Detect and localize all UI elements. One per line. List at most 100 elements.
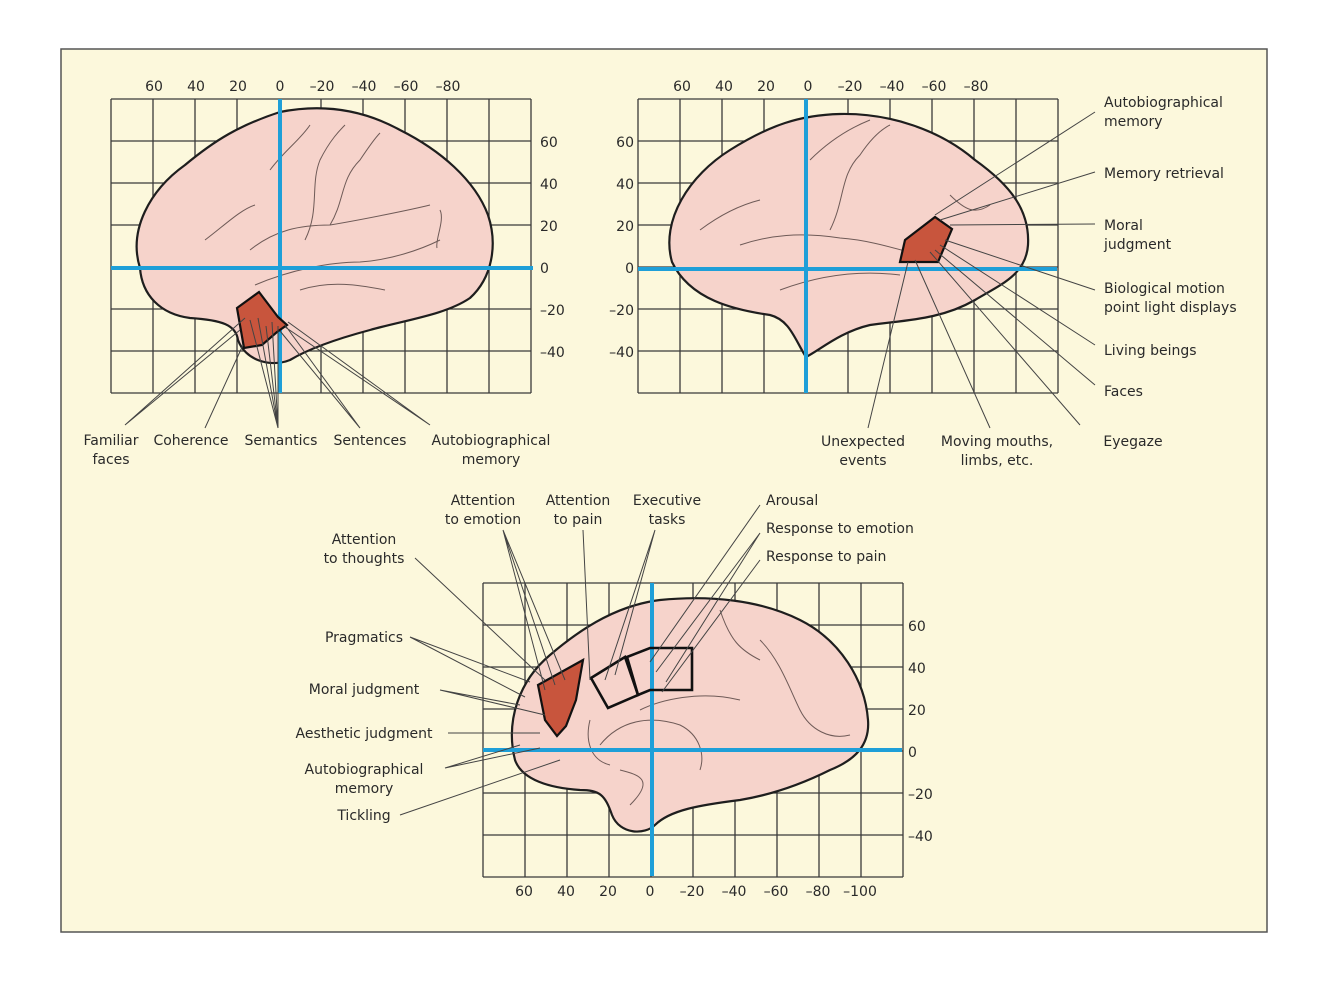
label-living-beings: Living beings	[1104, 343, 1197, 359]
label-attention-to-pain-2: to pain	[554, 512, 603, 528]
label-autobiographical-memory: Autobiographical	[305, 762, 424, 778]
label-attention-to-pain: Attention	[546, 493, 611, 509]
x-tick-label: –60	[764, 884, 789, 900]
label-semantics: Semantics	[245, 433, 318, 449]
activation-region	[898, 215, 954, 264]
region-labels: Attention to emotion Attention to pain E…	[296, 493, 914, 824]
activation-region	[536, 657, 585, 738]
label-biological-motion: Biological motion	[1104, 281, 1225, 297]
y-tick-label: 0	[625, 261, 634, 277]
x-tick-label: –100	[843, 884, 877, 900]
x-tick-label: 60	[673, 79, 691, 95]
label-sentences: Sentences	[334, 433, 407, 449]
label-tickling: Tickling	[336, 808, 390, 824]
y-tick-label: 40	[908, 661, 926, 677]
x-tick-label: 20	[757, 79, 775, 95]
activation-region	[235, 290, 289, 350]
label-autobiographical-memory-2: memory	[335, 781, 394, 797]
outlined-region-b	[625, 646, 694, 697]
y-tick-label: 40	[540, 177, 558, 193]
x-tick-label: –80	[436, 79, 461, 95]
y-tick-label: 0	[540, 261, 549, 277]
x-tick-label: –20	[310, 79, 335, 95]
y-tick-label: –40	[908, 829, 933, 845]
region-labels: Autobiographical memory Memory retrieval…	[821, 95, 1237, 469]
label-eyegaze: Eyegaze	[1103, 434, 1162, 450]
label-memory-retrieval: Memory retrieval	[1104, 166, 1224, 182]
region-labels: Familiar faces Coherence Semantics Sente…	[84, 433, 551, 468]
label-moral-judgment: Moral	[1104, 218, 1143, 234]
label-moving-mouths: Moving mouths,	[941, 434, 1053, 450]
sulci	[204, 124, 442, 291]
y-tick-label: –40	[540, 345, 565, 361]
x-tick-label: –20	[838, 79, 863, 95]
x-tick-label: –40	[722, 884, 747, 900]
x-tick-label: –80	[964, 79, 989, 95]
x-tick-label: 0	[646, 884, 655, 900]
label-familiar-faces: Familiar	[84, 433, 139, 449]
label-executive-tasks-2: tasks	[649, 512, 686, 528]
label-executive-tasks: Executive	[633, 493, 701, 509]
label-attention-to-emotion-2: to emotion	[445, 512, 521, 528]
y-tick-label: –20	[908, 787, 933, 803]
label-response-to-pain: Response to pain	[766, 549, 886, 565]
brain-outline	[135, 107, 494, 365]
label-attention-to-thoughts: Attention	[332, 532, 397, 548]
leader-lines	[399, 504, 761, 816]
x-tick-label: –60	[922, 79, 947, 95]
label-biological-motion-2: point light displays	[1104, 300, 1237, 316]
label-autobiographical-memory-2: memory	[462, 452, 521, 468]
x-tick-label: 0	[804, 79, 813, 95]
panel-bottom: 60 40 20 0 –20 –40 –60 –80 –100 60 40 20 0 –20 –40 Att…	[296, 493, 933, 900]
x-tick-label: –20	[680, 884, 705, 900]
label-moral-judgment: Moral judgment	[309, 682, 420, 698]
x-tick-label: 60	[515, 884, 533, 900]
label-faces: Faces	[1104, 384, 1143, 400]
x-tick-label: 20	[229, 79, 247, 95]
brain-outline	[668, 112, 1030, 359]
y-tick-label: 20	[616, 219, 634, 235]
y-tick-label: 20	[540, 219, 558, 235]
label-aesthetic-judgment: Aesthetic judgment	[296, 726, 433, 742]
x-tick-label: 0	[276, 79, 285, 95]
axis-ticks: 60 40 20 0 –20 –40 –60 –80 –100 60 40 20 0 –20 –40	[515, 619, 933, 900]
label-arousal: Arousal	[766, 493, 818, 509]
x-tick-label: –80	[806, 884, 831, 900]
label-familiar-faces-2: faces	[92, 452, 129, 468]
label-unexpected-events: Unexpected	[821, 434, 905, 450]
label-autobiographical-memory: Autobiographical	[1104, 95, 1223, 111]
y-tick-label: 20	[908, 703, 926, 719]
label-attention-to-emotion: Attention	[451, 493, 516, 509]
x-tick-label: 60	[145, 79, 163, 95]
x-tick-label: 40	[557, 884, 575, 900]
label-autobiographical-memory-2: memory	[1104, 114, 1163, 130]
label-moral-judgment-2: judgment	[1103, 237, 1172, 253]
y-tick-label: –20	[540, 303, 565, 319]
x-tick-label: –40	[880, 79, 905, 95]
leader-lines	[867, 111, 1096, 429]
label-coherence: Coherence	[153, 433, 228, 449]
x-tick-label: 40	[187, 79, 205, 95]
label-moving-mouths-2: limbs, etc.	[961, 453, 1034, 469]
brain-outline	[510, 597, 870, 833]
x-tick-label: 20	[599, 884, 617, 900]
x-tick-label: –40	[352, 79, 377, 95]
y-tick-label: –20	[609, 303, 634, 319]
y-tick-label: 0	[908, 745, 917, 761]
y-tick-label: 40	[616, 177, 634, 193]
label-pragmatics: Pragmatics	[325, 630, 403, 646]
y-tick-label: –40	[609, 345, 634, 361]
y-tick-label: 60	[908, 619, 926, 635]
label-unexpected-events-2: events	[839, 453, 886, 469]
x-tick-label: –60	[394, 79, 419, 95]
leader-lines	[124, 317, 431, 429]
label-response-to-emotion: Response to emotion	[766, 521, 914, 537]
sulci	[699, 119, 991, 291]
label-attention-to-thoughts-2: to thoughts	[324, 551, 405, 567]
x-tick-label: 40	[715, 79, 733, 95]
